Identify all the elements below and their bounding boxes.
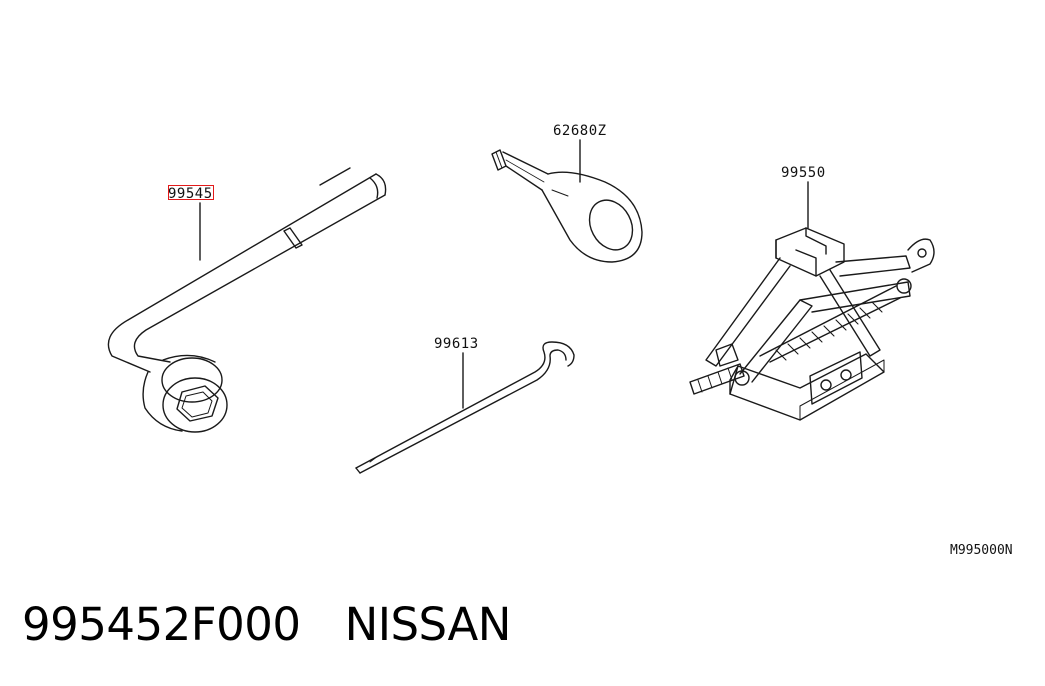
caption-part-number: 995452F000: [22, 598, 301, 651]
tow-eye-bolt-drawing: [491, 139, 643, 263]
part-number-label-99613: 99613: [434, 336, 479, 352]
highlight-box: [168, 185, 214, 200]
caption-brand: NISSAN: [344, 598, 512, 651]
jack-handle-rod-drawing: [355, 341, 575, 474]
part-number-label-62680z: 62680Z: [553, 123, 607, 139]
lug-wrench-drawing: [107, 167, 387, 433]
part-number-label-99545: 99545: [168, 186, 213, 202]
part-number-label-99550: 99550: [781, 165, 826, 181]
diagram-reference-code: M995000N: [950, 543, 1013, 558]
caption: 995452F000 NISSAN: [22, 598, 511, 651]
scissor-jack-drawing: [689, 181, 935, 421]
